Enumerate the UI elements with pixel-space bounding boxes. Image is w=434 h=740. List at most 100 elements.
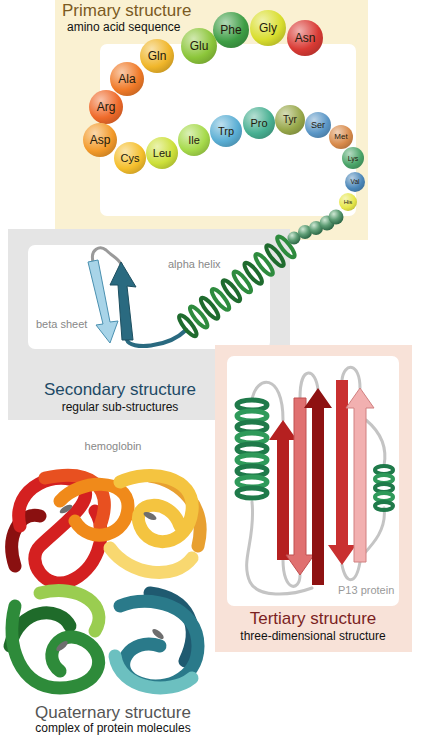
loop-line xyxy=(362,508,384,556)
residue-name: Phe xyxy=(220,24,241,36)
panel-title: Secondary structure xyxy=(44,380,196,400)
amino-acid-circle: Arg xyxy=(89,90,123,124)
white-inset xyxy=(28,245,270,349)
amino-acid-circle: Asp xyxy=(83,123,117,157)
alpha-helix-coil xyxy=(253,252,276,277)
alpha-helix-coil xyxy=(237,400,267,498)
residue-name: Ile xyxy=(188,135,200,146)
residue-name: Val xyxy=(351,179,360,186)
green-subunit xyxy=(40,591,99,631)
alpha-helix-coil xyxy=(375,502,393,510)
yellow-subunit xyxy=(150,476,200,546)
alpha-helix-coil xyxy=(264,243,287,268)
loop-line xyxy=(283,560,300,586)
amino-acid-circle: Ala xyxy=(110,62,144,96)
residue-name: Asn xyxy=(295,32,316,44)
loop-line xyxy=(247,502,312,594)
orange-subunit xyxy=(60,484,128,535)
residue-name: Tyr xyxy=(283,115,297,125)
amino-acid-circle: Tyr xyxy=(275,105,305,135)
alpha-helix-coil xyxy=(198,296,221,321)
alpha-helix-coil xyxy=(237,400,267,410)
panel-subtitle: regular sub-structures xyxy=(62,401,179,415)
red-subunit xyxy=(19,478,101,583)
amino-acid-circle: Phe xyxy=(213,12,249,48)
amino-acid-circle: Glu xyxy=(181,28,217,64)
alpha-helix-coil xyxy=(275,234,298,259)
alpha-helix-coil xyxy=(177,313,200,338)
alpha-helix-coil xyxy=(375,484,393,492)
residue-name: Cys xyxy=(121,153,140,164)
amino-acid-circle: Trp xyxy=(210,115,242,147)
residue-name: Met xyxy=(334,133,347,141)
panel-subtitle: complex of protein molecules xyxy=(35,722,190,736)
alpha-helix-coil xyxy=(242,261,265,286)
amino-acid-circle: Gly xyxy=(250,10,286,46)
tertiary-panel: Tertiary structurethree-dimensional stru… xyxy=(215,345,412,652)
teal-subunit xyxy=(120,601,198,686)
residue-name: Gln xyxy=(148,50,167,62)
residue-name: Glu xyxy=(190,40,209,52)
panel-subtitle: amino acid sequence xyxy=(67,21,180,35)
amino-acid-circle: Ile xyxy=(178,124,210,156)
alpha-helix-coil xyxy=(237,433,267,443)
beta-strand xyxy=(304,388,332,585)
residue-spheres xyxy=(288,232,301,245)
residue-spheres xyxy=(309,221,323,235)
heme-group xyxy=(142,510,157,521)
red-subunit xyxy=(12,515,40,566)
protein-name: P13 protein xyxy=(338,584,394,597)
alpha-helix-coil xyxy=(237,422,267,432)
residue-spheres xyxy=(320,216,335,231)
heme-group xyxy=(55,503,166,653)
residue-name: Leu xyxy=(153,148,171,159)
alpha-helix-coil xyxy=(375,466,393,474)
amino-acid-circle: Leu xyxy=(146,137,178,169)
amino-acid-circle: Asn xyxy=(287,20,323,56)
loop-line xyxy=(342,367,360,388)
red-subunit xyxy=(45,475,104,526)
heme-group xyxy=(151,627,166,641)
structure-label: beta sheet xyxy=(36,318,87,331)
amino-acid-circle: His xyxy=(339,193,357,211)
alpha-helix-coil xyxy=(375,475,393,483)
alpha-helix-coil xyxy=(237,411,267,421)
panel-subtitle: three-dimensional structure xyxy=(240,630,385,644)
loop-line xyxy=(300,373,318,398)
alpha-helix-coil xyxy=(177,234,298,338)
alpha-helix-coil xyxy=(375,493,393,501)
residue-name: His xyxy=(344,199,353,205)
residue-spheres xyxy=(288,210,344,245)
beta-strand xyxy=(88,260,118,343)
beta-strand xyxy=(328,380,356,565)
residue-name: Trp xyxy=(218,126,234,137)
heme-group xyxy=(55,639,70,653)
loop-line xyxy=(342,562,360,580)
hemoglobin-subunits xyxy=(10,475,200,688)
residue-spheres xyxy=(298,225,312,239)
residue-name: Ser xyxy=(311,121,325,130)
alpha-helix-coil xyxy=(237,444,267,454)
residue-spheres xyxy=(329,210,344,225)
loop-line xyxy=(252,382,283,420)
teal-subunit xyxy=(150,593,192,661)
beta-strand xyxy=(110,262,136,340)
loop-line xyxy=(366,420,385,466)
alpha-helix-coil xyxy=(375,466,393,510)
heme-group xyxy=(58,503,73,515)
panel-title: Tertiary structure xyxy=(250,609,377,629)
panel-title: Primary structure xyxy=(62,1,191,21)
white-inset xyxy=(227,356,399,606)
amino-acid-circle: Met xyxy=(329,125,353,149)
alpha-helix-coil xyxy=(237,477,267,487)
green-subunit xyxy=(12,606,99,688)
alpha-helix-coil xyxy=(237,466,267,476)
amino-acid-circle: Gln xyxy=(140,39,174,73)
teal-subunit xyxy=(115,656,192,688)
structure-label: alpha helix xyxy=(168,258,221,271)
loop-line xyxy=(247,367,385,594)
yellow-subunit xyxy=(110,548,192,573)
amino-acid-circle: Ser xyxy=(305,112,331,138)
